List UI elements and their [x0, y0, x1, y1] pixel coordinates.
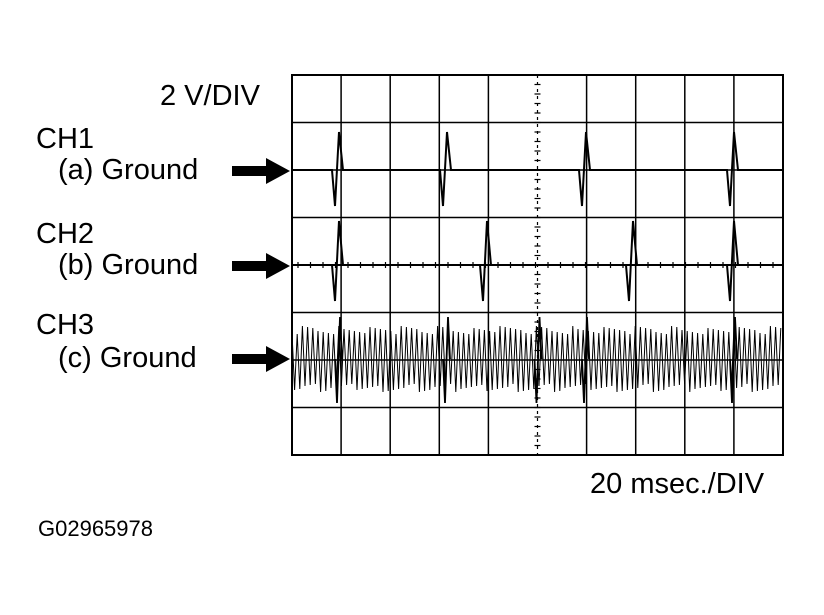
right-arrow-icon — [232, 346, 290, 372]
ch2-ripple — [297, 262, 774, 268]
right-arrow-icon — [232, 253, 290, 279]
channel-1-name: CH1 — [36, 123, 95, 155]
waveform-traces — [291, 131, 783, 404]
channel-2-name: CH2 — [36, 218, 95, 250]
channel-3-name: CH3 — [36, 309, 95, 341]
channel-2-ground-label: (b) Ground — [58, 249, 199, 281]
channel-3-ground-label: (c) Ground — [58, 342, 197, 374]
figure-id: G02965978 — [38, 516, 153, 541]
right-arrow-icon — [232, 158, 290, 184]
ch2-spikes — [331, 220, 739, 302]
ch3-waveform — [291, 325, 782, 393]
time-per-div-label: 20 msec./DIV — [590, 468, 765, 500]
channel-1-ground-label: (a) Ground — [58, 154, 199, 186]
volts-per-div-label: 2 V/DIV — [160, 80, 260, 112]
ch3-spikes — [334, 316, 738, 404]
ch1-waveform — [292, 131, 783, 207]
